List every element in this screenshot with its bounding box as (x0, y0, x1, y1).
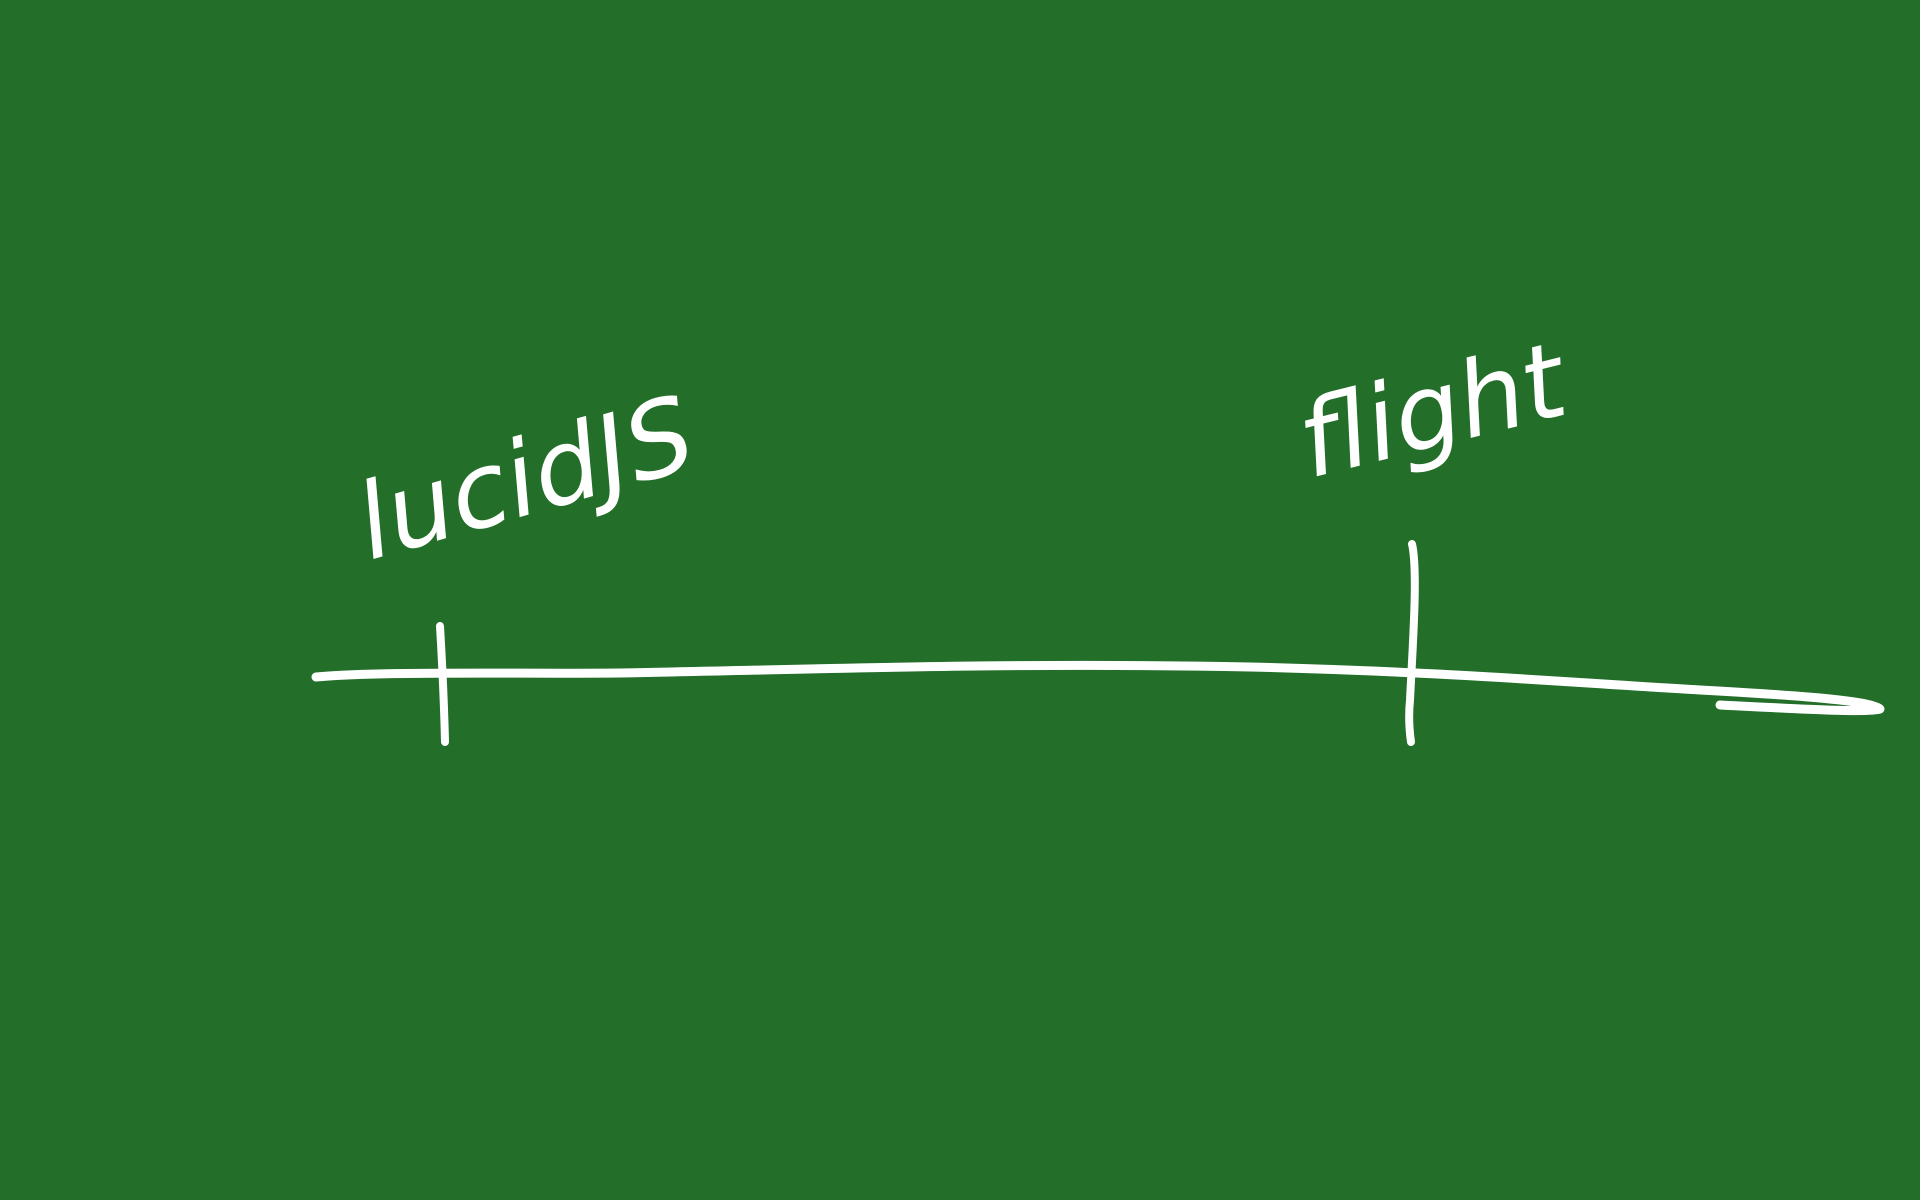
event-label-flight: flight (1287, 318, 1580, 502)
timeline-tick-flight (1405, 540, 1419, 746)
timeline-tick-lucidjs (436, 622, 449, 746)
event-label-lucidjs: lucidJS (343, 372, 707, 584)
timeline-axis (311, 660, 1885, 716)
